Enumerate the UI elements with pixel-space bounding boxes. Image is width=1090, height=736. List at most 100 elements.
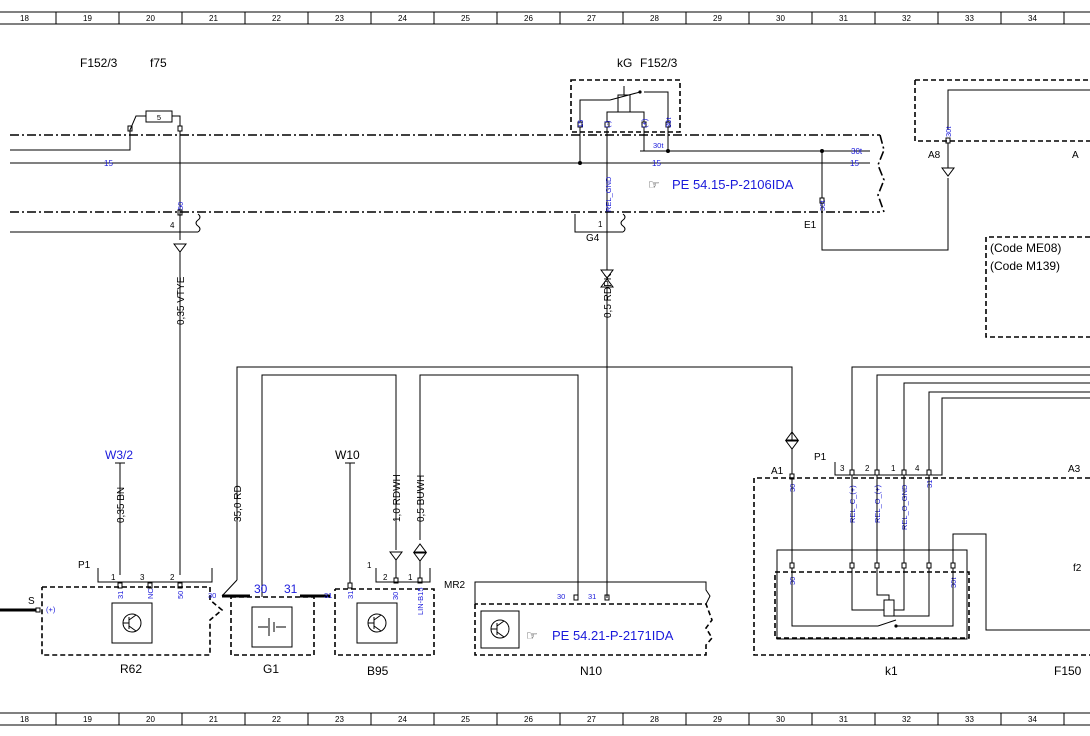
g1-pin-31b: 31 bbox=[324, 591, 332, 600]
relay-pin-plus: (+) bbox=[640, 118, 649, 128]
grid-top-label-26: 26 bbox=[524, 14, 533, 23]
b95-pin-1: 1 bbox=[408, 573, 413, 582]
p1r-pin-2: 2 bbox=[865, 464, 870, 473]
b95-pin-2: 2 bbox=[383, 573, 388, 582]
s-plus: (+) bbox=[46, 605, 56, 614]
g1-pin-30: 30 bbox=[254, 582, 268, 596]
b95-pin1: 1 bbox=[367, 561, 372, 570]
wire-bn: 0,35 BN bbox=[116, 487, 127, 523]
connector-a8: 30t A8 A bbox=[914, 79, 1090, 177]
grid-bottom-label-30: 30 bbox=[776, 715, 785, 724]
g4-label: G4 bbox=[586, 233, 600, 244]
grid-top-label-33: 33 bbox=[965, 14, 974, 23]
n10-pin-30: 30 bbox=[557, 592, 565, 601]
pin-50-top: 50 bbox=[176, 202, 185, 210]
wire-rdwh: 1,0 RDWH bbox=[392, 474, 403, 522]
grid-top-label-24: 24 bbox=[398, 14, 407, 23]
f2-label: f2 bbox=[1073, 563, 1082, 574]
s-label: S bbox=[28, 596, 35, 607]
code-m139: (Code M139) bbox=[990, 259, 1060, 273]
p1-pin-2: 2 bbox=[170, 573, 175, 582]
grid-top-label-27: 27 bbox=[587, 14, 596, 23]
a8-label: A8 bbox=[928, 150, 941, 161]
grid-bottom-label-27: 27 bbox=[587, 715, 596, 724]
grid-top-label-34: 34 bbox=[1028, 14, 1037, 23]
wire-rd-group: 35,0 RD 1,0 RDWH 0,5 BUWH bbox=[233, 366, 793, 597]
r62-pin-nc: NC bbox=[146, 588, 155, 599]
grid-bottom-label-25: 25 bbox=[461, 715, 470, 724]
rel-gnd-label: REL_GND bbox=[604, 176, 613, 212]
grid-top-label-31: 31 bbox=[839, 14, 848, 23]
p1-pin-3: 3 bbox=[140, 573, 145, 582]
g1-pin-31: 31 bbox=[284, 582, 298, 596]
grid-bottom-label-28: 28 bbox=[650, 715, 659, 724]
k1-label: k1 bbox=[885, 664, 898, 678]
grid-bottom-label-21: 21 bbox=[209, 715, 218, 724]
pin-4: 4 bbox=[170, 221, 175, 230]
wire-buwh: 0,5 BUWH bbox=[416, 475, 427, 522]
relay-30t-term: 30t bbox=[653, 141, 664, 150]
line15-label-a: 15 bbox=[104, 159, 113, 168]
grid-bottom-label-34: 34 bbox=[1028, 715, 1037, 724]
a-cut-label: A bbox=[1072, 150, 1079, 161]
wire-vtye: 0,35 VTYE bbox=[176, 276, 187, 325]
grid-top bbox=[0, 11, 1090, 25]
right-section: A1 P1 A3 3 2 1 4 30 REL_C_(+) REL_O_(+) … bbox=[753, 366, 1090, 678]
w32-wire: W3/2 0,35 BN bbox=[105, 448, 133, 575]
grid-bottom bbox=[0, 712, 1090, 726]
grid-top-label-20: 20 bbox=[146, 14, 155, 23]
n10-label: N10 bbox=[580, 664, 602, 678]
g4-pin-1: 1 bbox=[598, 220, 603, 229]
connector-e1: 30t E1 bbox=[804, 151, 949, 251]
relay-pin-15: 15 bbox=[576, 120, 585, 128]
f75-label: f75 bbox=[150, 56, 167, 70]
grid-top-label-25: 25 bbox=[461, 14, 470, 23]
grid-bottom-label-31: 31 bbox=[839, 715, 848, 724]
w10-wire: W10 bbox=[335, 448, 360, 583]
ref-link-n10-text[interactable]: PE 54.21-P-2171IDA bbox=[552, 628, 674, 643]
fuse-f75: 5 bbox=[10, 110, 183, 240]
kg-label: kG bbox=[617, 56, 632, 70]
r62-label: R62 bbox=[120, 662, 142, 676]
grid-top-label-19: 19 bbox=[83, 14, 92, 23]
grid-bottom-label-20: 20 bbox=[146, 715, 155, 724]
grid-top-label-32: 32 bbox=[902, 14, 911, 23]
code-box: (Code ME08) (Code M139) bbox=[985, 236, 1090, 338]
grid-bottom-label-19: 19 bbox=[83, 715, 92, 724]
n10-pin-31: 31 bbox=[588, 592, 596, 601]
ref-link-top[interactable]: ☞ PE 54.15-P-2106IDA bbox=[648, 177, 794, 192]
a3-label: A3 bbox=[1068, 464, 1081, 475]
p1r-pin-4: 4 bbox=[915, 464, 920, 473]
wire-rdpk: 0,5 RDPK bbox=[603, 273, 614, 318]
grid-bottom-label-24: 24 bbox=[398, 715, 407, 724]
p1r-pin-1: 1 bbox=[891, 464, 896, 473]
a8-pin: 30t bbox=[944, 126, 953, 137]
r62-pin-31: 31 bbox=[116, 591, 125, 599]
p1-left-label: P1 bbox=[78, 560, 91, 571]
ref-link-n10[interactable]: ☞ PE 54.21-P-2171IDA bbox=[526, 628, 674, 643]
line15-label-b: 15 bbox=[652, 159, 661, 168]
b95-label: B95 bbox=[367, 664, 389, 678]
fuse-value: 5 bbox=[157, 113, 161, 122]
r62-pin-30: 30 bbox=[208, 591, 216, 600]
grid-top-label-18: 18 bbox=[20, 14, 29, 23]
line15-label-c: 15 bbox=[850, 159, 859, 168]
w10-label: W10 bbox=[335, 448, 360, 462]
ref-link-top-text[interactable]: PE 54.15-P-2106IDA bbox=[672, 177, 794, 192]
grid-top-label-30: 30 bbox=[776, 14, 785, 23]
grid-bottom-label-26: 26 bbox=[524, 715, 533, 724]
component-r62: S (+) 30 R62 bbox=[0, 586, 224, 676]
grid-bottom-label-29: 29 bbox=[713, 715, 722, 724]
p1-left: P1 1 3 2 31 NC 50 bbox=[78, 560, 213, 599]
hand-pointer-icon: ☞ bbox=[526, 628, 538, 643]
hand-pointer-icon: ☞ bbox=[648, 177, 660, 192]
component-b95: 31 1 2 1 30 LIN-B15 B95 bbox=[334, 561, 435, 678]
grid-top-label-23: 23 bbox=[335, 14, 344, 23]
relay-pin-minus: (-) bbox=[603, 120, 612, 128]
wire-rd: 35,0 RD bbox=[233, 485, 244, 522]
grid-bottom-label-23: 23 bbox=[335, 715, 344, 724]
relay-kg: 15 (-) (+) 30t 30t bbox=[570, 79, 681, 163]
f152-right-label: F152/3 bbox=[640, 56, 678, 70]
w32-label: W3/2 bbox=[105, 448, 133, 462]
